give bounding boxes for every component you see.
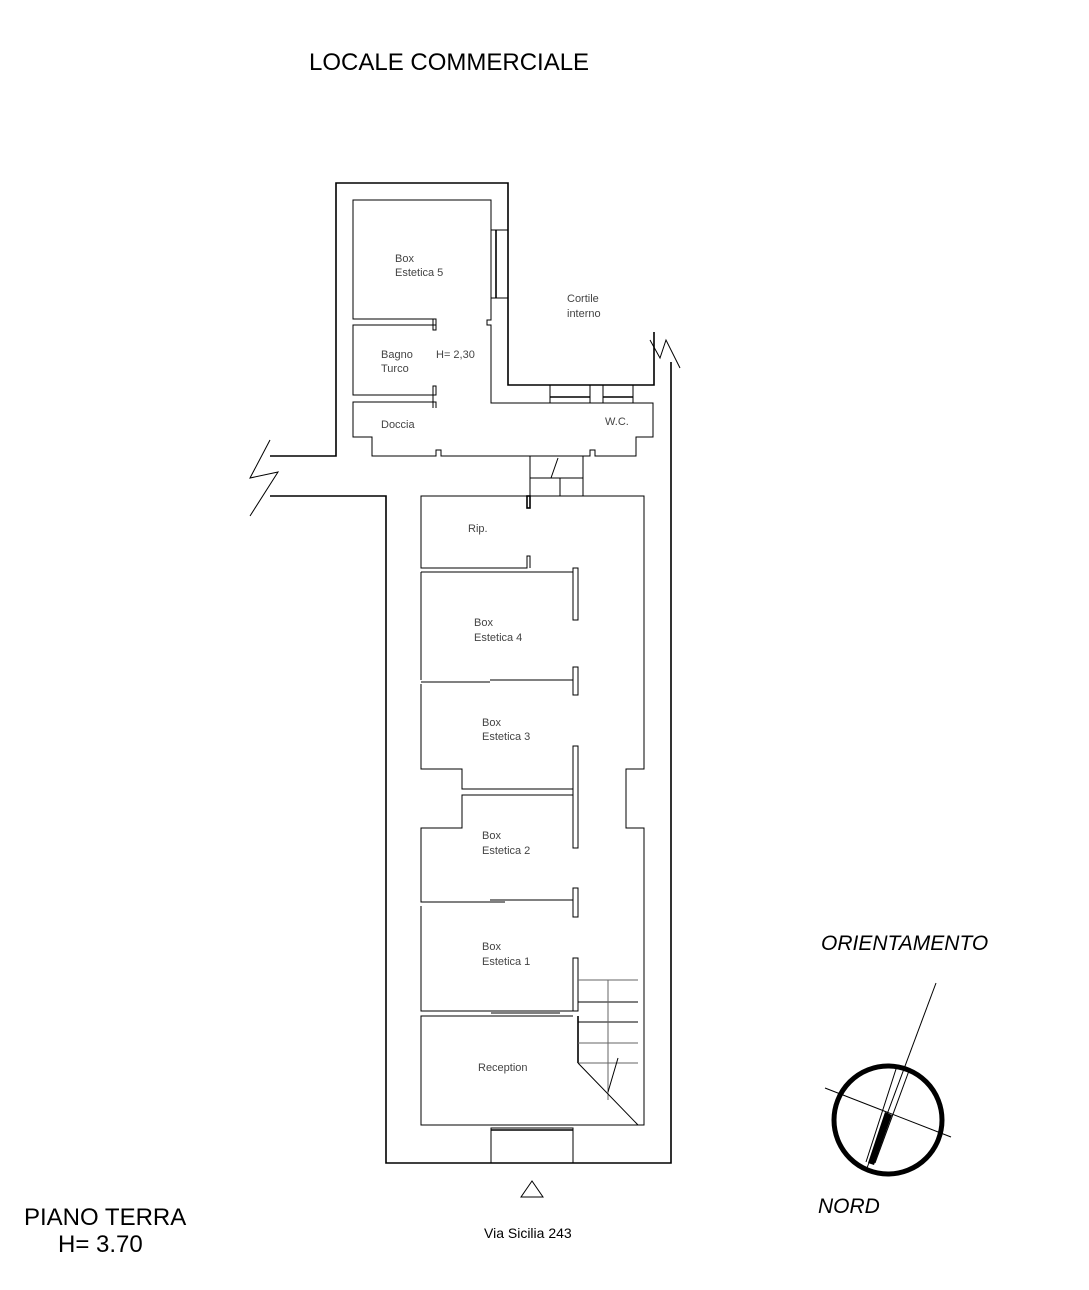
mezzanine-height: H= 2,30: [436, 349, 475, 361]
main-stair: [577, 979, 639, 1126]
plan-title: LOCALE COMMERCIALE: [309, 49, 589, 76]
room-label-doccia: Doccia: [381, 419, 416, 431]
room-label-rip: Rip.: [468, 523, 488, 535]
north-label: NORD: [818, 1195, 880, 1218]
floor-name: PIANO TERRA: [24, 1204, 186, 1231]
entrance-door: [490, 1127, 574, 1164]
lower-interior-walls: [420, 495, 645, 1164]
floor-height: H= 3.70: [58, 1231, 143, 1258]
address-label: Via Sicilia 243: [484, 1225, 572, 1241]
room-label-reception: Reception: [478, 1062, 528, 1074]
window-box5: [490, 229, 509, 299]
orientation-label: ORIENTAMENTO: [821, 932, 988, 955]
upper-interior-walls: [352, 199, 654, 457]
room-label-wc: W.C.: [605, 416, 629, 428]
outer-walls: [249, 182, 681, 1164]
entrance-triangle-icon: [520, 1180, 544, 1198]
connecting-stair: [529, 455, 584, 497]
compass-north-icon: [824, 982, 952, 1177]
window-wc-2: [602, 384, 634, 404]
window-wc-1: [549, 384, 591, 404]
